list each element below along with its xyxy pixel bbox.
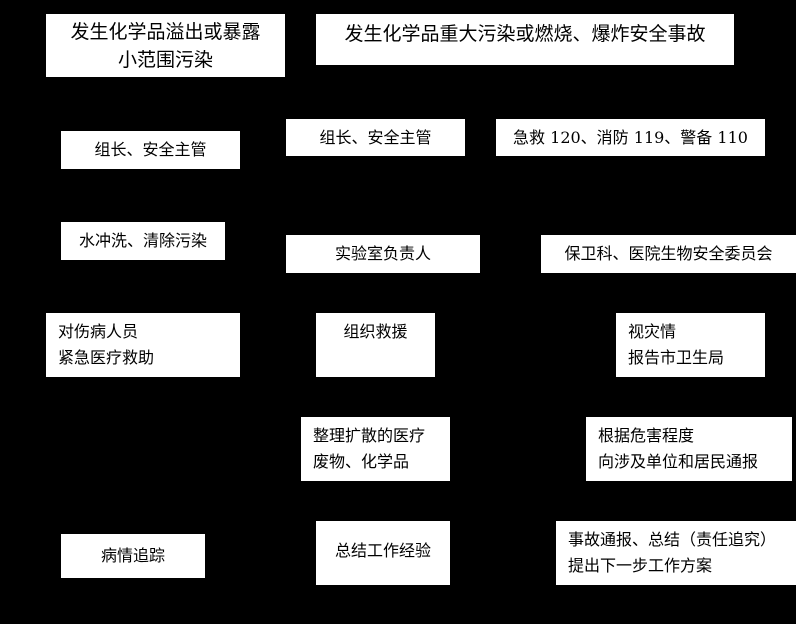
major-leader-text: 组长、安全主管 xyxy=(319,127,432,147)
cleanup-box: 整理扩散的医疗 废物、化学品 xyxy=(301,417,450,481)
major-leader-box: 组长、安全主管 xyxy=(286,119,465,156)
report-line1: 视灾情 xyxy=(628,322,677,341)
lab-head-box: 实验室负责人 xyxy=(286,235,480,273)
major-incident-header: 发生化学品重大污染或燃烧、爆炸安全事故 xyxy=(316,14,734,65)
minor-incident-header: 发生化学品溢出或暴露 小范围污染 xyxy=(46,14,285,77)
major-incident-text: 发生化学品重大污染或燃烧、爆炸安全事故 xyxy=(344,23,706,45)
security-box: 保卫科、医院生物安全委员会 xyxy=(541,235,796,273)
final-line2: 提出下一步工作方案 xyxy=(568,556,713,575)
rescue-line2: 紧急医疗救助 xyxy=(58,348,155,367)
cleanup-line2: 废物、化学品 xyxy=(313,452,410,471)
cleanup-line1: 整理扩散的医疗 xyxy=(313,426,426,445)
rescue-line1: 对伤病人员 xyxy=(58,322,139,341)
organize-box: 组织救援 xyxy=(316,313,435,377)
emergency-text: 急救 120、消防 119、警备 110 xyxy=(513,127,748,147)
tracking-box: 病情追踪 xyxy=(61,534,205,578)
report-line2: 报告市卫生局 xyxy=(628,348,725,367)
notify-box: 根据危害程度 向涉及单位和居民通报 xyxy=(586,417,792,481)
minor-leader-text: 组长、安全主管 xyxy=(94,140,207,159)
final-box: 事故通报、总结（责任追究） 提出下一步工作方案 xyxy=(556,521,796,585)
minor-incident-line2: 小范围污染 xyxy=(117,48,213,71)
minor-leader-box: 组长、安全主管 xyxy=(61,131,240,169)
emergency-box: 急救 120、消防 119、警备 110 xyxy=(496,119,765,156)
lab-head-text: 实验室负责人 xyxy=(334,244,431,263)
notify-line1: 根据危害程度 xyxy=(598,426,695,445)
organize-text: 组织救援 xyxy=(343,322,408,341)
minor-incident-line1: 发生化学品溢出或暴露 xyxy=(70,20,261,43)
summary-text: 总结工作经验 xyxy=(334,541,431,560)
rescue-box: 对伤病人员 紧急医疗救助 xyxy=(46,313,240,377)
security-text: 保卫科、医院生物安全委员会 xyxy=(564,244,773,263)
wash-box: 水冲洗、清除污染 xyxy=(61,222,225,260)
tracking-text: 病情追踪 xyxy=(100,546,165,565)
final-line1: 事故通报、总结（责任追究） xyxy=(568,530,777,549)
notify-line2: 向涉及单位和居民通报 xyxy=(598,452,759,471)
wash-text: 水冲洗、清除污染 xyxy=(78,231,207,250)
report-box: 视灾情 报告市卫生局 xyxy=(616,313,765,377)
summary-box: 总结工作经验 xyxy=(316,521,450,585)
